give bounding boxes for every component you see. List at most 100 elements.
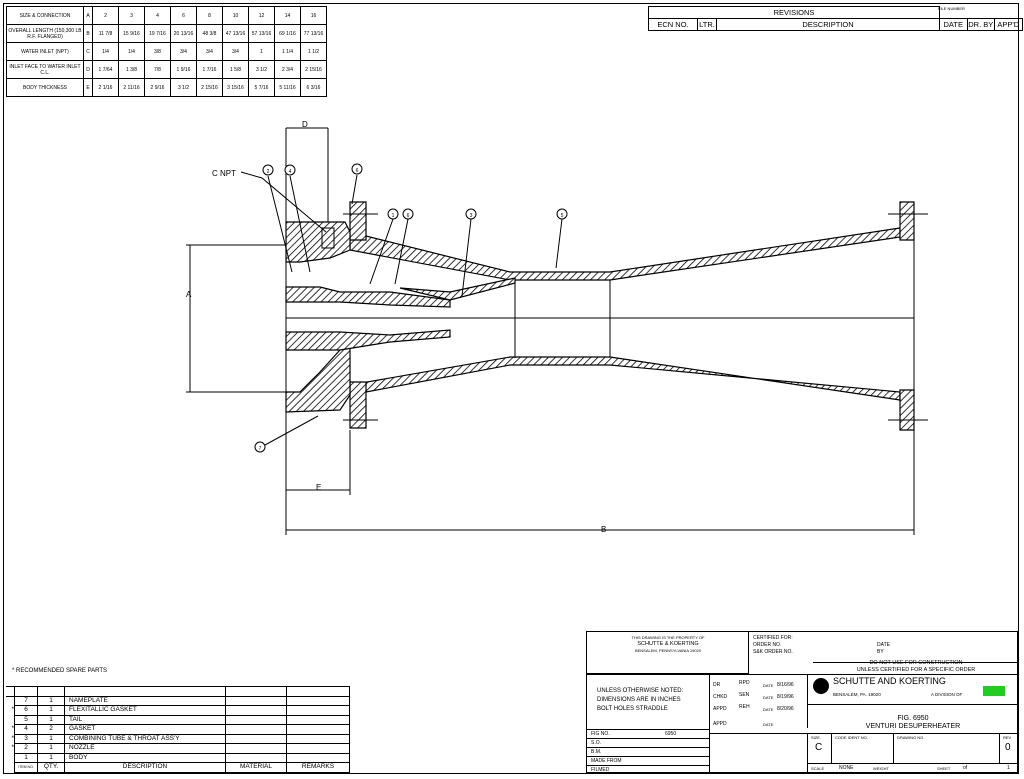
drawing-title-1: FIG. 6950 [897,715,929,722]
parts-remarks [286,695,350,706]
parts-description: NAMEPLATE [64,695,226,706]
parts-qty: 1 [37,695,65,706]
note-line-1: UNLESS OTHERWISE NOTED: [597,688,684,694]
parts-item-no: 7 [14,695,38,706]
balloon-4 [284,164,296,176]
dim-cell: 6 3/16 [300,78,327,97]
parts-description: TAIL [64,714,226,725]
dim-e-label: E [316,483,321,492]
inlet-flange-upper [349,201,367,241]
inlet-body-lower [285,344,351,413]
spare-marker [6,753,15,763]
rev-col-appd: APP'D [994,18,1023,31]
parts-material [225,752,287,763]
spare-parts-note: * RECOMMENDED SPARE PARTS [12,668,108,674]
spare-marker: * [6,743,15,753]
balloon-number: 4 [289,169,292,175]
spare-marker [6,715,15,725]
cnpt-label: C NPT [212,169,236,178]
parts-description: COMBINING TUBE & THROAT ASS'Y [64,733,226,744]
parts-header-remarks: REMARKS [286,762,350,773]
inlet-flange-lower [349,381,367,429]
spare-marker: * [6,734,15,744]
revisions-table: REVISIONS ECN NO. LTR. DESCRIPTION DATE … [648,6,1023,31]
parts-material [225,724,287,735]
parts-description: NOZZLE [64,743,226,754]
upper-body-wall [349,227,901,281]
property-notice: THIS DRAWING IS THE PROPERTY OF SCHUTTE … [587,632,749,674]
parts-material [225,714,287,725]
note-line-2: DIMENSIONS ARE IN INCHES [597,697,681,703]
parts-remarks [286,724,350,735]
note-line-3: BOLT HOLES STRADDLE [597,706,668,712]
parts-remarks [286,714,350,725]
dim-cell: 16 [300,6,327,25]
company-logo-icon [813,678,829,694]
parts-material [225,733,287,744]
dim-cell: 5 11/16 [274,78,301,97]
parts-material [225,695,287,706]
parts-qty: 1 [37,752,65,763]
parts-header-qty: QTY. [37,762,65,773]
parts-remarks [286,752,350,763]
balloon-number: 2 [267,169,270,175]
dim-cell: 2 1/16 [92,78,119,97]
parts-qty: 1 [37,705,65,716]
parts-item-no: 2 [14,743,38,754]
parts-item-no: 5 [14,714,38,725]
dim-d-label: D [302,120,308,129]
outlet-flange-upper [899,201,915,241]
balloon-1 [387,208,399,220]
balloon-6a [351,163,363,175]
parts-description: BODY [64,752,226,763]
parts-qty: 1 [37,714,65,725]
parent-logo-icon [983,686,1005,696]
spare-marker: * [6,705,15,715]
parts-item-no: 3 [14,733,38,744]
rev-col-ecn: ECN NO. [648,18,698,31]
dim-cell: 3 1/2 [170,78,197,97]
drawing-frame [3,3,1019,774]
inlet-body-upper [285,221,351,263]
do-not-use-line-2: UNLESS CERTIFIED FOR A SPECIFIC ORDER [856,667,976,673]
parts-description: FLEXITALLIC GASKET [64,705,226,716]
rev-value: 0 [1005,742,1011,753]
balloon-number: 5 [561,213,564,219]
spare-marker: * [6,724,15,734]
balloon-6b [402,208,414,220]
do-not-use-line-1: DO NOT USE FOR CONSTRUCTION [869,660,963,666]
parts-material [225,705,287,716]
dim-a-label: A [186,290,192,299]
nozzle-upper [285,286,451,308]
size-value: C [815,742,823,753]
balloon-3 [465,208,477,220]
parts-header-material: MATERIAL [225,762,287,773]
drawing-title-2: VENTURI DESUPERHEATER [865,723,961,730]
company-name: SCHUTTE AND KOERTING [833,676,946,686]
dimension-row: OVERALL LENGTH (150,300 LB R.F. FLANGED)… [6,24,327,43]
balloon-number: 3 [470,213,473,219]
parts-header-desc: DESCRIPTION [64,762,226,773]
parts-qty: 1 [37,733,65,744]
parts-header-item: ITEM NO. [14,762,38,773]
parts-item-no: 6 [14,705,38,716]
parts-item-no: 4 [14,724,38,735]
nozzle-lower [285,329,451,351]
dim-b-label: B [601,525,606,534]
parts-item-no: 1 [14,752,38,763]
title-block: THIS DRAWING IS THE PROPERTY OF SCHUTTE … [586,631,1019,774]
balloon-number: 1 [392,213,395,219]
